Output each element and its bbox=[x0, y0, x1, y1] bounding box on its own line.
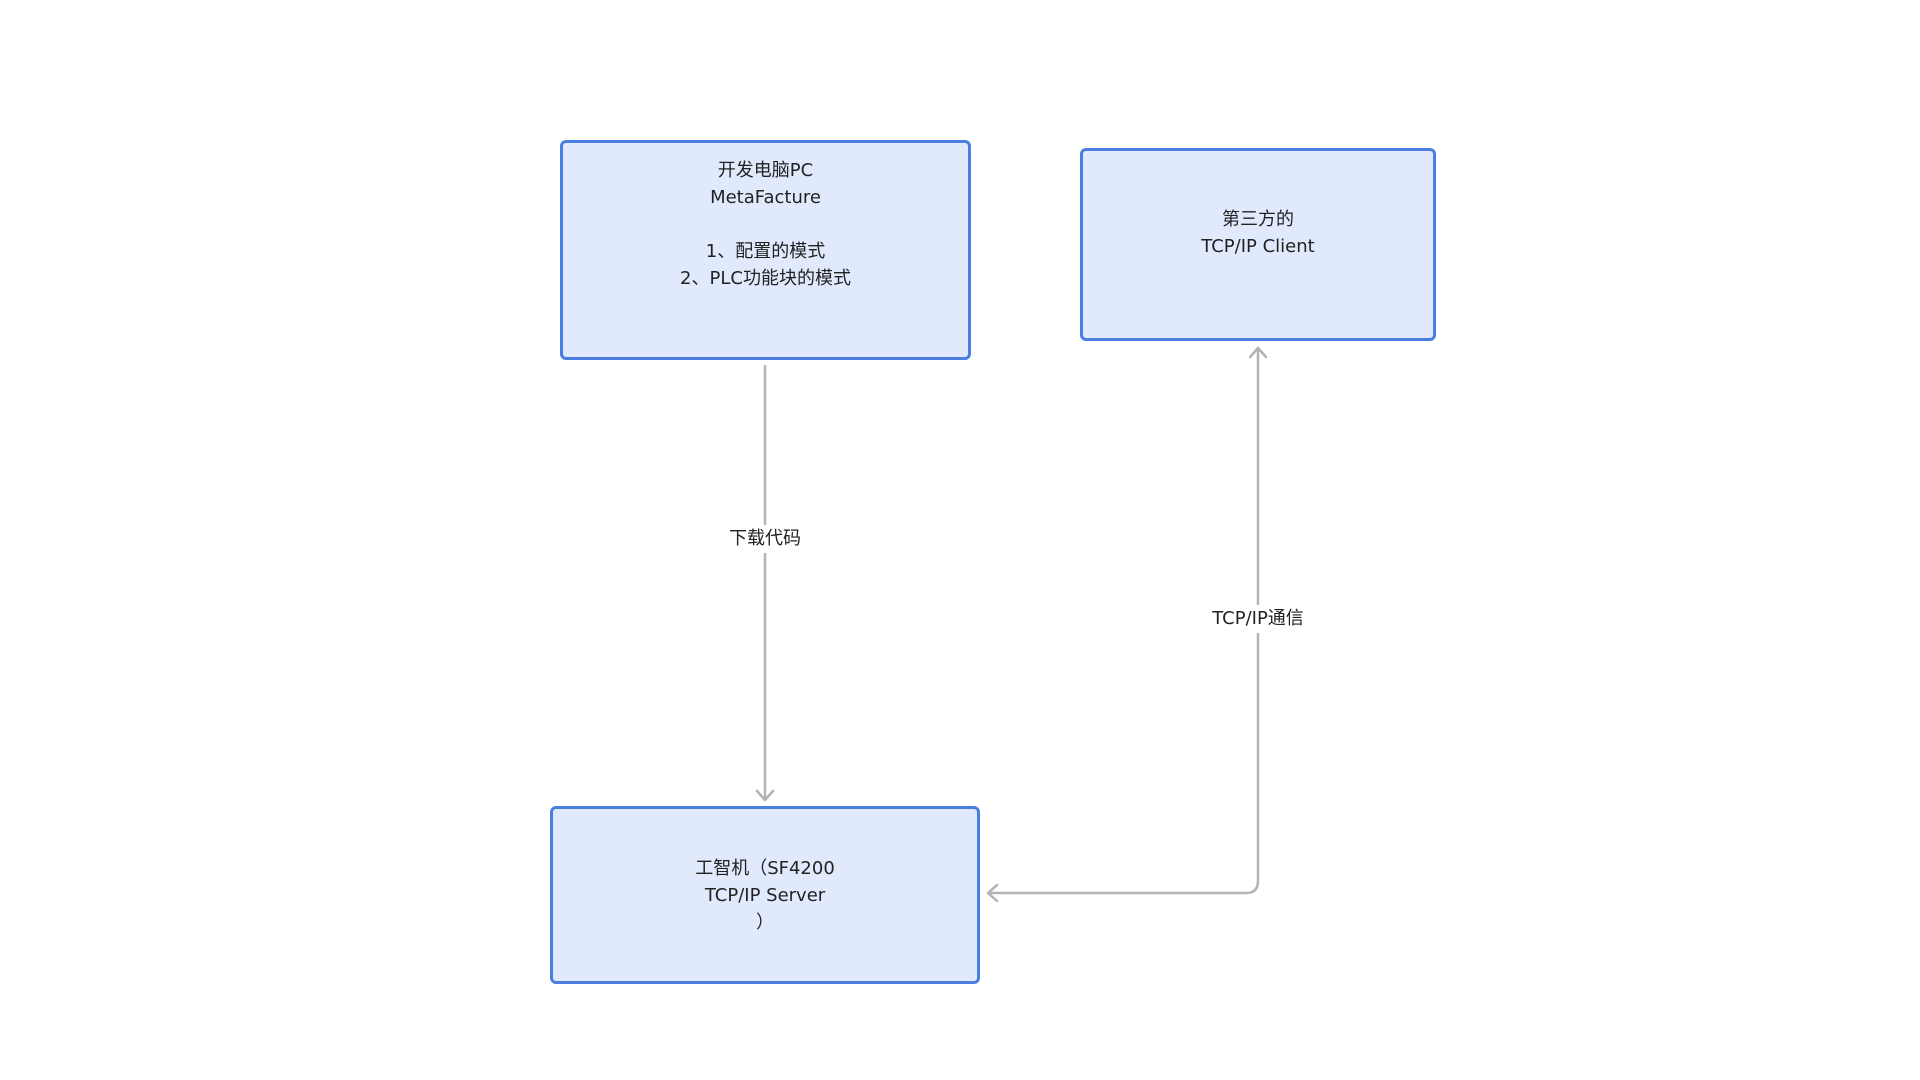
edge-download bbox=[755, 365, 775, 802]
node-dev-pc-line-2: MetaFacture bbox=[710, 187, 821, 208]
edge-download-label: 下载代码 bbox=[723, 525, 807, 553]
node-third-party-client-line-1: 第三方的 bbox=[1222, 209, 1294, 230]
node-dev-pc-line-1: 开发电脑PC bbox=[717, 160, 814, 181]
node-dev-pc-line-3 bbox=[680, 211, 851, 238]
node-dev-pc-line-5: 2、PLC功能块的模式 bbox=[680, 268, 851, 289]
node-dev-pc[interactable]: 开发电脑PC MetaFacture 1、配置的模式 2、PLC功能块的模式 bbox=[560, 140, 971, 360]
edge-download-arrowhead bbox=[755, 789, 775, 802]
node-industrial-pc-server-line-3: ） bbox=[756, 912, 774, 933]
node-third-party-client-text: 第三方的 TCP/IP Client bbox=[1201, 206, 1314, 260]
edge-tcpip bbox=[986, 346, 1268, 903]
edge-tcpip-arrowhead-up bbox=[1248, 346, 1268, 359]
node-dev-pc-line-4: 1、配置的模式 bbox=[705, 241, 826, 262]
node-dev-pc-text: 开发电脑PC MetaFacture 1、配置的模式 2、PLC功能块的模式 bbox=[680, 157, 851, 292]
node-industrial-pc-server[interactable]: 工智机（SF4200 TCP/IP Server ） bbox=[550, 806, 980, 984]
node-third-party-client-line-2: TCP/IP Client bbox=[1201, 236, 1315, 257]
node-third-party-client[interactable]: 第三方的 TCP/IP Client bbox=[1080, 148, 1436, 341]
edge-tcpip-label: TCP/IP通信 bbox=[1206, 605, 1310, 633]
edge-tcpip-line bbox=[988, 349, 1260, 895]
node-industrial-pc-server-text: 工智机（SF4200 TCP/IP Server ） bbox=[695, 855, 835, 936]
node-industrial-pc-server-line-2: TCP/IP Server bbox=[704, 885, 826, 906]
node-industrial-pc-server-line-1: 工智机（SF4200 bbox=[695, 858, 835, 879]
edge-tcpip-arrowhead-left bbox=[986, 883, 999, 903]
